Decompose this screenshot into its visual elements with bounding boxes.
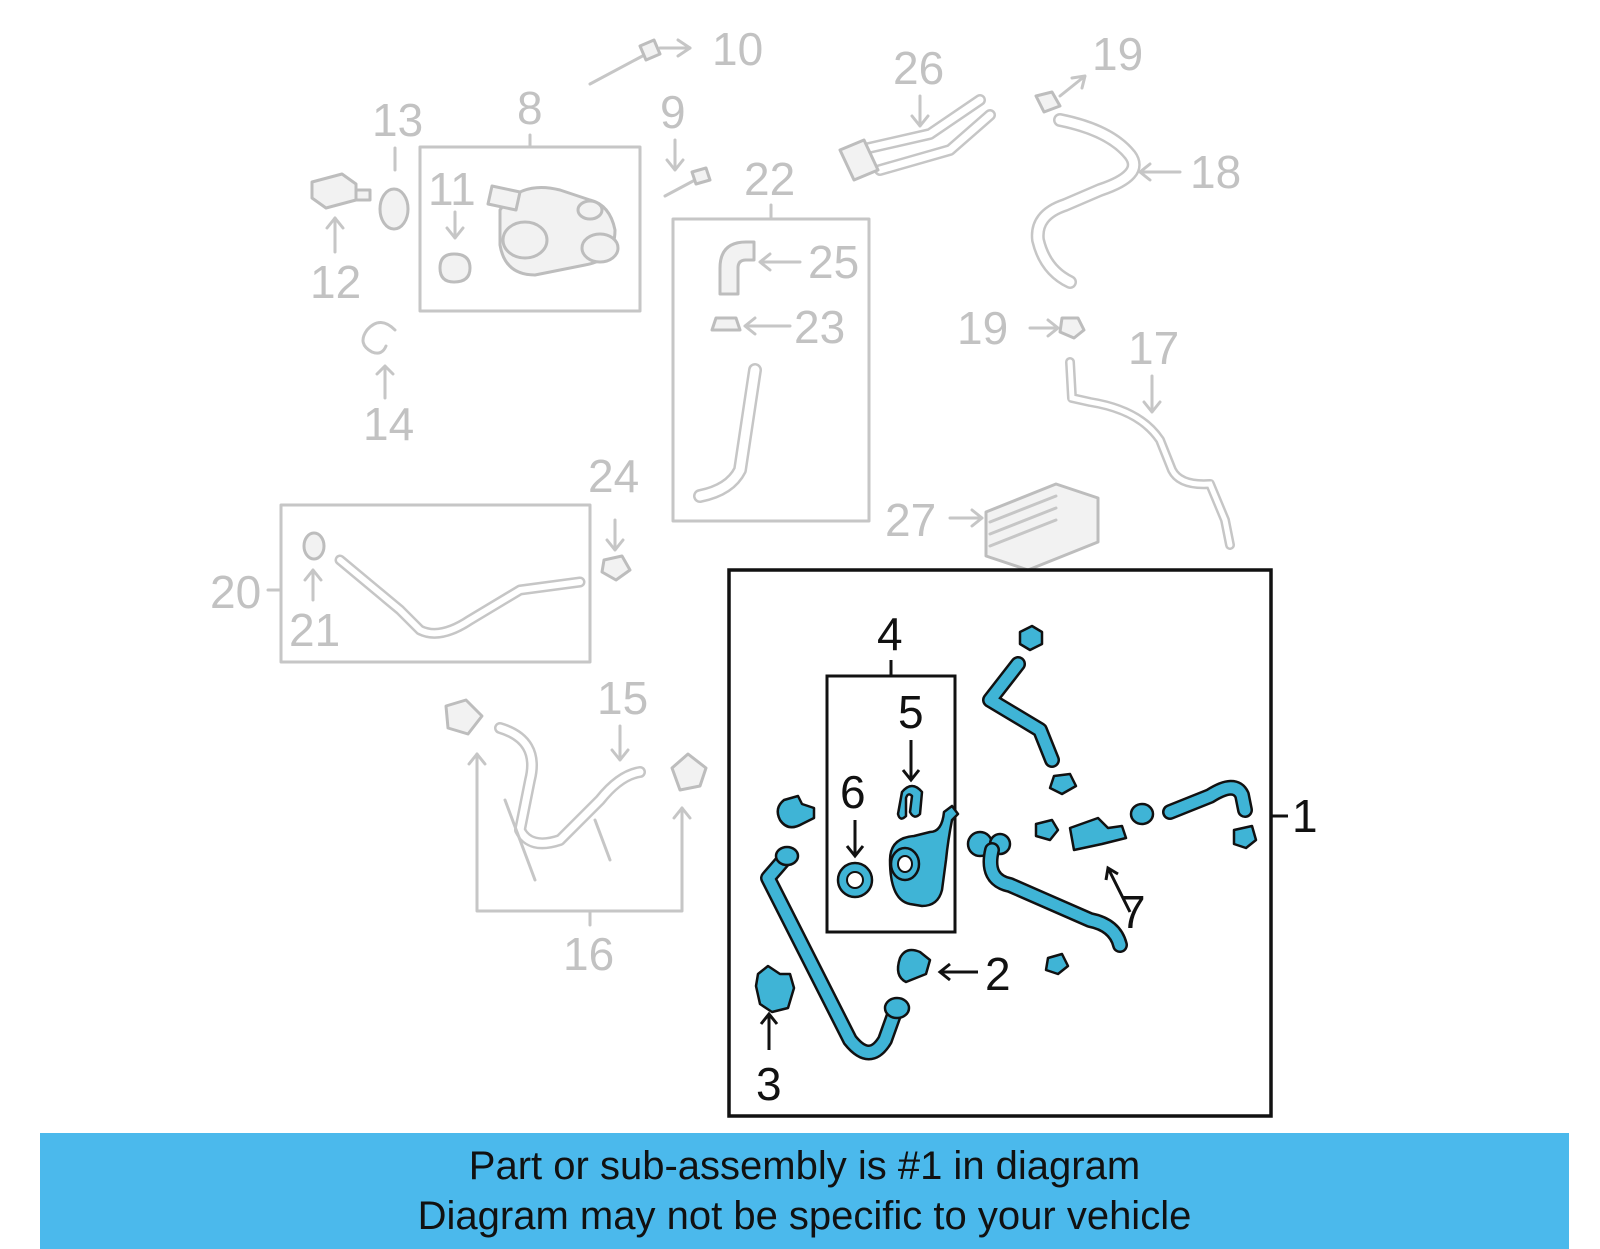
leader-17 (1142, 374, 1162, 414)
callout-6: 6 (840, 766, 866, 818)
callout-24: 24 (588, 450, 639, 502)
info-banner: Part or sub-assembly is #1 in diagram Di… (40, 1133, 1569, 1249)
part-19-clamp-top (1034, 74, 1087, 114)
callout-25: 25 (808, 236, 859, 288)
callout-4: 4 (877, 608, 903, 660)
box-1 (727, 568, 1273, 1118)
callout-20: 20 (210, 566, 261, 618)
callout-15: 15 (597, 672, 648, 724)
part-24-clamp (600, 518, 632, 582)
part-clamp-upper-left (776, 794, 816, 829)
part-3-bracket (754, 964, 796, 1050)
part-11-gasket (438, 210, 472, 284)
part-9-bolt (663, 138, 712, 198)
part-23-clamp (710, 316, 792, 336)
callout-19-mid: 19 (957, 302, 1008, 354)
callout-5: 5 (898, 686, 924, 738)
part-19-clamp-mid (1028, 316, 1086, 340)
part-14-clip (361, 321, 397, 355)
part-1-upper-hose (982, 624, 1078, 796)
part-7-connector (1034, 816, 1132, 913)
callout-9: 9 (660, 86, 686, 138)
leader-21 (303, 568, 323, 602)
callout-17: 17 (1128, 322, 1179, 374)
callout-19-top: 19 (1092, 28, 1143, 80)
callout-23: 23 (794, 301, 845, 353)
callout-14: 14 (363, 398, 414, 450)
callout-11: 11 (428, 163, 476, 215)
callout-13: 13 (372, 94, 423, 146)
part-1-lower-hose (760, 845, 911, 1061)
part-13-oring (378, 187, 410, 231)
part-1-right-hose (1129, 779, 1258, 850)
callout-10: 10 (712, 23, 763, 75)
leader-14 (375, 364, 395, 400)
part-25-elbow (718, 240, 802, 296)
part-20-pipe (334, 554, 586, 639)
part-4-thermostat-housing (888, 804, 960, 908)
callout-7: 7 (1120, 886, 1146, 938)
callout-2: 2 (985, 948, 1011, 1000)
callout-27: 27 (885, 494, 936, 546)
part-1-lower-pipe (966, 830, 1128, 976)
part-12-sensor (310, 172, 372, 254)
part-15-hose (444, 698, 708, 882)
callout-26: 26 (893, 42, 944, 94)
leader-16-left (467, 752, 487, 766)
part-21-oring (302, 531, 326, 561)
parts-diagram: 10 13 8 9 11 12 14 22 25 23 26 19 18 19 … (210, 23, 1318, 1118)
leader-6 (845, 820, 865, 859)
part-2-clamp (896, 948, 978, 984)
banner-line-2: Diagram may not be specific to your vehi… (417, 1194, 1192, 1238)
part-10-bolt (588, 38, 692, 86)
callout-3: 3 (756, 1058, 782, 1110)
callout-21: 21 (289, 604, 340, 656)
callout-16: 16 (563, 928, 614, 980)
part-8-housing (486, 184, 620, 277)
callout-22: 22 (744, 153, 795, 205)
box-20 (279, 503, 592, 664)
leader-5 (901, 740, 921, 783)
callout-18: 18 (1190, 146, 1241, 198)
part-26-pipes (838, 94, 996, 182)
part-5-clip (896, 784, 924, 820)
leader-16-right (672, 806, 692, 820)
part-27-cooler (948, 482, 1100, 572)
banner-line-1: Part or sub-assembly is #1 in diagram (468, 1144, 1141, 1188)
callout-12: 12 (310, 256, 361, 308)
callout-8: 8 (517, 82, 543, 134)
callout-1: 1 (1292, 790, 1318, 842)
box-16 (475, 752, 684, 913)
leader-18 (1138, 162, 1182, 182)
